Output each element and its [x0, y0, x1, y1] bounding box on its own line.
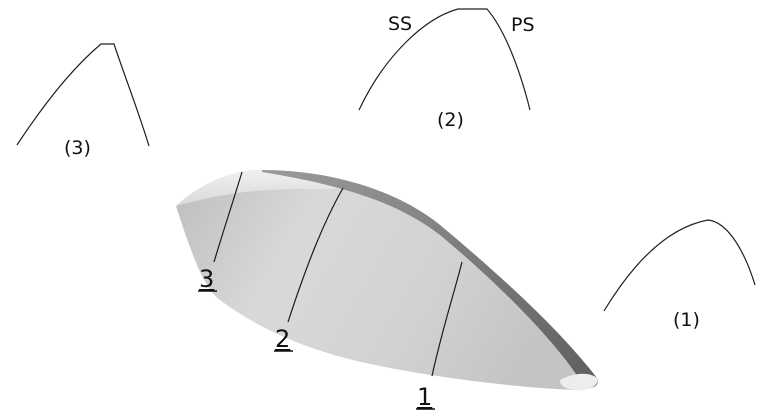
profile-3: (3): [16, 43, 150, 159]
profile-1: (1): [603, 219, 756, 331]
blade-body: [176, 170, 598, 391]
profile-3-curve: [16, 43, 150, 147]
section-labels: 3 2 1: [198, 265, 435, 411]
section-line-1: [431, 261, 463, 377]
section-label-3: 3: [199, 265, 214, 293]
profile-2: SS PS (2): [358, 8, 535, 131]
profile-1-curve: [603, 219, 756, 312]
blade-surface: [176, 170, 598, 391]
profile-2-curve: [358, 8, 531, 111]
profile-1-label: (1): [673, 309, 700, 331]
section-label-2: 2: [275, 325, 290, 353]
section-line-3: [213, 171, 243, 263]
pressure-side-label: PS: [511, 14, 535, 36]
blade-tip-highlight: [560, 373, 598, 391]
suction-side-label: SS: [388, 13, 412, 35]
section-line-2: [287, 187, 344, 323]
section-label-1: 1: [417, 383, 432, 411]
profile-3-label: (3): [64, 137, 91, 159]
profile-2-label: (2): [437, 109, 464, 131]
